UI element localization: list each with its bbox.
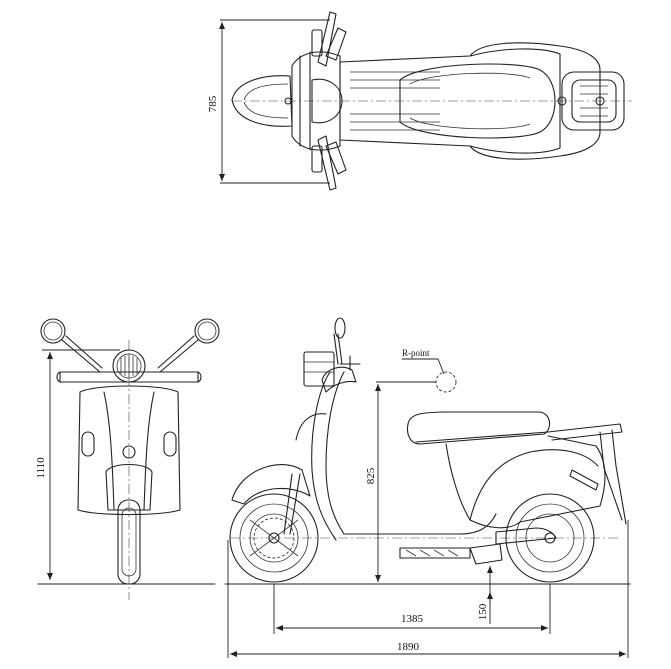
top-view: 785 [207, 11, 632, 191]
side-view: R-point 825 150 1385 1890 [224, 317, 631, 658]
wheelbase-dimension: 1385 [273, 584, 551, 634]
side-rear-wheel [505, 493, 595, 583]
wheelbase-label: 1385 [401, 613, 424, 625]
overall-length-dimension: 1890 [227, 520, 629, 658]
seat-height-label: 825 [365, 467, 377, 484]
ground-clearance-label: 150 [477, 603, 489, 620]
front-height-dimension: 1110 [35, 349, 120, 580]
r-point: R-point [402, 348, 457, 393]
top-width-dimension: 785 [207, 19, 330, 184]
ground-clearance-dimension: 150 [477, 566, 493, 624]
seat-height-dimension: 825 [365, 381, 436, 582]
side-front-wheel [229, 493, 319, 583]
top-width-label: 785 [207, 95, 219, 112]
front-height-label: 1110 [35, 457, 47, 479]
overall-length-label: 1890 [397, 641, 420, 653]
r-point-label: R-point [402, 348, 430, 358]
front-view: 1110 [35, 318, 220, 600]
